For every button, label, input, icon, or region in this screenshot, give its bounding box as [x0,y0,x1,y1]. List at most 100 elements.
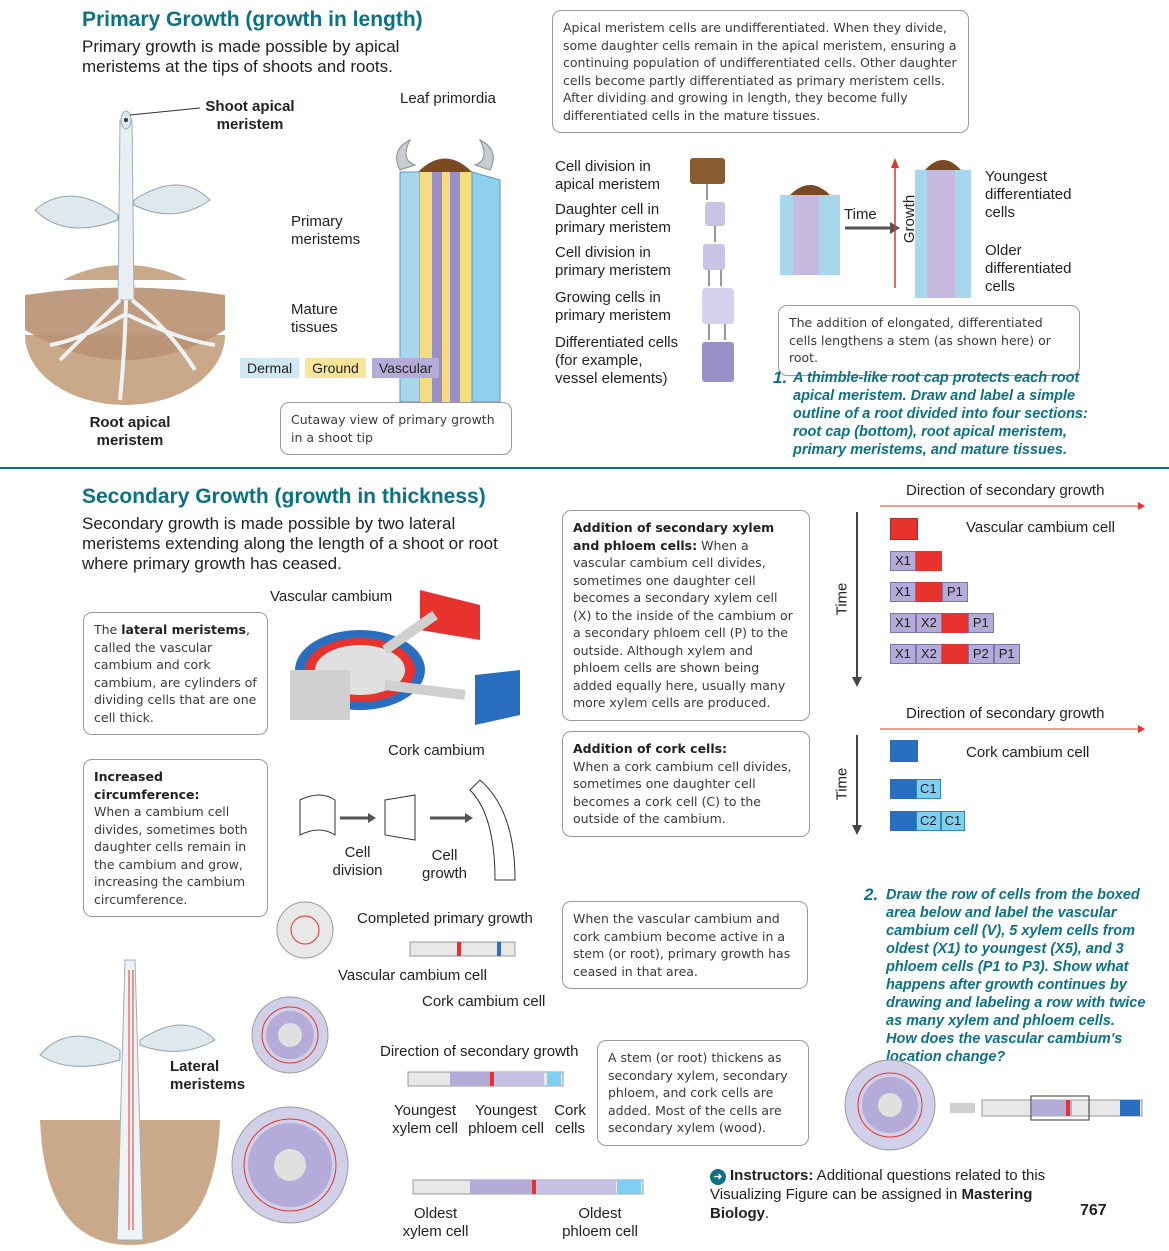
plant-illustration [25,110,225,405]
xp-body: When a vascular cambium cell divides, so… [573,537,793,711]
row-2-cell-2: P1 [941,582,968,602]
stage-2: Daughter cell in primary meristem [555,201,671,236]
direction-arrow-1 [880,502,1145,510]
question-1-text: A thimble-like root cap protects each ro… [793,370,1088,458]
cell-division-label: Cell division [332,844,383,879]
vascular-cambium-label: Vascular cambium [270,588,393,605]
row-3-cell-3: P1 [967,613,994,633]
oldest-phloem-label: Oldest phloem cell [562,1205,638,1240]
youngest-label: Youngest differentiated cells [985,168,1072,221]
thicken-note: A stem (or root) thickens as secondary x… [597,1040,809,1146]
shoot-apical-leader [129,107,201,116]
time-arrow-1 [852,512,862,687]
row-2-cell-1: X1 [890,582,916,602]
row-3: X1 X2 P1 [890,613,1020,633]
question-2: 2. Draw the row of cells from the boxed … [864,886,1149,1066]
secondary-growth-progression [39,901,644,1245]
row-4-cell-2: X2 [915,644,942,664]
time-label: Time [844,206,877,223]
cork-row-2-cell-1: C2 [916,811,941,831]
secondary-title: Secondary Growth (growth in thickness) [82,485,486,508]
cork-cells-label: Cork cells [554,1102,586,1137]
mastering-biology-link[interactable]: Mastering Biology [710,1186,1033,1222]
direction-arrow-2 [880,725,1145,733]
leaf-primordia-label: Leaf primordia [400,90,496,107]
stage-4: Growing cells in primary meristem [555,289,671,324]
tissue-legend: Dermal Ground Vascular [240,358,440,378]
cork-row-1: C1 [890,779,965,799]
xylem-phloem-rows: X1 X1 P1 X1 X2 P1 X1 X2 P2 P1 [890,518,1020,664]
question-2-text: Draw the row of cells from the boxed are… [886,887,1146,1065]
cork-row-1-cell-1: C1 [916,779,941,799]
oldest-xylem-label: Oldest xylem cell [402,1205,469,1240]
section-divider [0,467,1169,469]
direction-label-1: Direction of secondary growth [906,482,1105,499]
secondary-intro: Secondary growth is made possible by two… [82,514,498,573]
lateral-note: The lateral meristems, called the vascul… [83,612,268,735]
xp-title: Addition of secondary xylem and phloem c… [573,520,775,553]
instructors-end: . [765,1205,770,1222]
row-1: X1 [890,551,1020,571]
xylem-phloem-note: Addition of secondary xylem and phloem c… [562,510,810,721]
direction-label-2: Direction of secondary growth [906,705,1105,722]
growth-label: Growth [901,194,919,244]
youngest-xylem-label: Youngest xylem cell [392,1102,458,1137]
stage-5: Differentiated cells (for example, vesse… [555,334,679,387]
row-4-cell-4: P1 [993,644,1020,664]
circ-title: Increased circumference: [94,769,200,802]
circumference-figure [299,779,516,881]
primary-meristems-label: Primary meristems [291,213,361,248]
row-3-cell-1: X1 [890,613,916,633]
instructors-bold: Instructors: [730,1167,814,1184]
row-4-cell-1: X1 [890,644,916,664]
stage-3: Cell division in primary meristem [555,244,671,279]
cell-stage-sequence [690,158,734,382]
row-4: X1 X2 P2 P1 [890,644,1020,664]
active-note: When the vascular cambium and cork cambi… [562,901,808,989]
stage-1: Cell division in apical meristem [555,158,661,193]
apical-note: Apical meristem cells are undifferentiat… [552,10,969,133]
time-label-2: Time [833,767,851,801]
cork-body: When a cork cambium cell divides, someti… [573,758,792,827]
cambium-cylinders [290,590,520,725]
q2-diagram [844,1059,1143,1151]
legend-ground: Ground [305,358,366,378]
shoot-tip-cutaway [396,138,501,403]
cutaway-note: Cutaway view of primary growth in a shoo… [280,402,512,455]
cork-cambium-label: Cork cambium [388,742,485,759]
page-number: 767 [1080,1202,1107,1219]
row-cc-label: Cork cambium cell [422,993,546,1010]
cork-rows: C1 C2 C1 [890,740,966,831]
lateral-note-pre: The [94,622,122,637]
elongation-figure [780,158,971,298]
primary-intro: Primary growth is made possible by apica… [82,37,400,76]
shoot-apical-label: Shoot apical meristem [205,98,295,133]
time-label-1: Time [833,582,851,616]
primary-title: Primary Growth (growth in length) [82,8,423,31]
instructors-note: ➜Instructors: Additional questions relat… [710,1166,1050,1223]
cork-title: Addition of cork cells: [573,741,728,756]
cell-growth-label: Cell growth [421,847,468,882]
root-apical-label: Root apical meristem [89,414,171,449]
cork-note: Addition of cork cells: When a cork camb… [562,731,810,837]
cc-cell-label: Cork cambium cell [966,744,1090,761]
instructors-text: Additional questions related to this Vis… [710,1167,1046,1203]
row-vc-label: Vascular cambium cell [338,967,487,984]
lateral-note-post: , called the vascular cambium and cork c… [94,622,257,725]
circumference-note: Increased circumference: When a cambium … [83,759,268,917]
youngest-phloem-label: Youngest phloem cell [468,1102,544,1137]
instructors-arrow-icon[interactable]: ➜ [710,1169,726,1185]
time-arrow-2 [852,735,862,835]
lateral-meristems-label: Lateral meristems [170,1058,246,1093]
question-2-number: 2. [864,885,879,904]
lateral-note-bold: lateral meristems [121,622,246,637]
legend-vascular: Vascular [371,358,440,378]
question-1-number: 1. [773,368,788,387]
circ-body: When a cambium cell divides, sometimes b… [94,804,248,907]
vc-cell-label: Vascular cambium cell [966,519,1115,536]
cork-row-2-cell-2: C1 [940,811,966,831]
row-1-cell-1: X1 [890,551,916,571]
direction-label-3: Direction of secondary growth [380,1043,579,1060]
older-label: Older differentiated cells [985,242,1072,295]
row-2: X1 P1 [890,582,1020,602]
